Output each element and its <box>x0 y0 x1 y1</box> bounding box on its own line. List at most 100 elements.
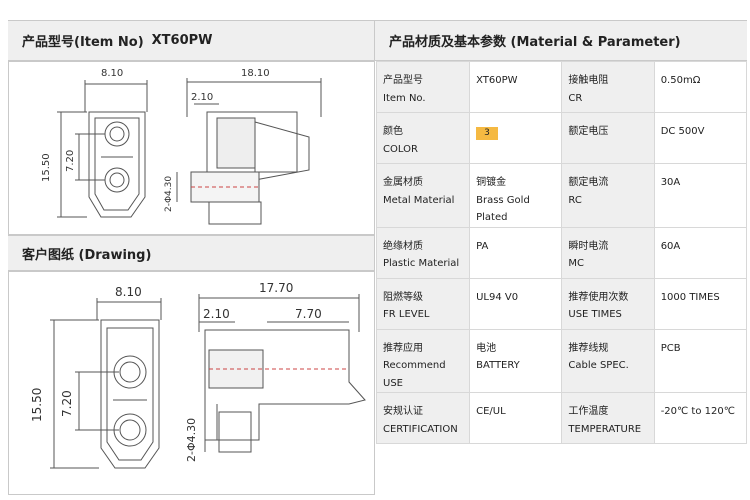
small-pin-top <box>104 121 130 147</box>
param-label-cell: 瞬时电流 MC <box>561 226 655 279</box>
param-value-cell: PA <box>469 226 563 279</box>
large-dim-pitch: 7.20 <box>60 390 74 417</box>
param-label-en: FR LEVEL <box>383 309 430 320</box>
param-label-cn: 阻燃等级 <box>383 291 423 303</box>
param-label-cell: 阻燃等级 FR LEVEL <box>375 277 471 330</box>
param-label-cn: 颜色 <box>383 126 403 137</box>
small-dim-pin: 2-Φ4.30 <box>164 176 174 212</box>
param-value-cell: DC 500V <box>653 112 748 164</box>
panel-divider <box>374 20 375 495</box>
small-drawing-svg: 8.10 18.10 2.10 15.50 7.20 2-Φ4.30 <box>41 68 322 225</box>
param-label-en: CR <box>568 92 583 104</box>
table-row: 阻燃等级 FR LEVEL UL94 V0 推荐使用次数 USE TIMES 1000 T… <box>375 277 748 330</box>
param-value: 0.50mΩ <box>660 75 701 86</box>
drawing-header-label: 客户图纸 (Drawing) <box>22 247 152 263</box>
table-row: 金属材质 Metal Material 铜镀金 Brass Gold Plated 额定… <box>375 163 748 228</box>
table-row: 推荐应用 Recommend USE 电池 BATTERY 推荐线规 Cable SPEC… <box>375 328 748 393</box>
small-dim-offset: 2.10 <box>191 92 213 103</box>
param-label-cell: 颜色 COLOR <box>375 112 471 164</box>
param-value-cell: -20℃ to 120℃ <box>653 392 748 444</box>
large-dim-pin-length: 7.70 <box>295 307 322 321</box>
param-value: CE/UL <box>476 406 506 417</box>
param-value: 3 <box>476 127 498 140</box>
param-value: 铜镀金 <box>476 177 507 188</box>
param-label-en: Item No. <box>383 92 426 104</box>
param-label-cn: 额定电流 <box>568 177 609 188</box>
param-label-en: CERTIFICATION <box>383 423 458 435</box>
param-label-cell: 推荐应用 Recommend USE <box>375 328 471 393</box>
param-value-en: BATTERY <box>476 360 520 371</box>
large-front-body <box>100 319 160 469</box>
param-value: XT60PW <box>476 75 518 86</box>
param-value-cell: UL94 V0 <box>469 277 563 330</box>
large-dim-length: 17.70 <box>259 281 293 295</box>
param-value: 电池 <box>476 342 497 354</box>
table-row: 颜色 COLOR 3 额定电压 DC 500V <box>375 112 748 164</box>
param-label-en: Recommend USE <box>383 360 446 389</box>
param-value-cell: XT60PW <box>469 61 563 113</box>
param-label-cn: 安规认证 <box>383 406 423 417</box>
param-value-cell: 3 <box>469 112 563 164</box>
small-pin-bottom <box>104 167 130 193</box>
param-label-en: RC <box>568 194 582 206</box>
large-dim-width: 8.10 <box>115 285 142 299</box>
large-dim-pin: 2-Φ4.30 <box>185 418 198 462</box>
param-value: PCB <box>660 342 681 354</box>
item-header: 产品型号(Item No) XT60PW <box>8 20 374 61</box>
param-header: 产品材质及基本参数 (Material & Parameter) <box>375 20 747 61</box>
small-dim-height: 15.50 <box>41 153 52 182</box>
param-label-en: Metal Material <box>383 194 455 206</box>
param-label-en: COLOR <box>383 143 418 155</box>
param-value-cell: 铜镀金 Brass Gold Plated <box>469 163 563 228</box>
param-value-cell: 60A <box>653 226 748 279</box>
param-label-en: Cable SPEC. <box>568 360 629 371</box>
small-dim-pitch: 7.20 <box>65 150 76 172</box>
param-value-cell: CE/UL <box>469 392 563 444</box>
param-value: UL94 V0 <box>476 291 519 303</box>
param-value: 30A <box>660 177 681 188</box>
param-value-cell: 电池 BATTERY <box>469 328 563 393</box>
param-value-cell: PCB <box>653 328 748 393</box>
large-drawing-panel: 8.10 17.70 2.10 7.70 15.50 7.20 2-Φ4.30 <box>8 271 375 495</box>
param-label-en: Plastic Material <box>383 258 460 269</box>
param-value: 1000 TIMES <box>660 291 720 303</box>
param-label-en: USE TIMES <box>568 309 622 320</box>
large-dim-offset: 2.10 <box>203 307 230 321</box>
param-label-cn: 推荐线规 <box>568 342 609 354</box>
large-dim-height: 15.50 <box>30 388 44 422</box>
param-label-cell: 推荐使用次数 USE TIMES <box>561 277 655 330</box>
param-value: PA <box>476 240 489 252</box>
param-label-cell: 接触电阻 CR <box>561 61 655 113</box>
param-label-cn: 推荐使用次数 <box>568 291 629 303</box>
param-label-cell: 金属材质 Metal Material <box>375 163 471 228</box>
param-label-en: TEMPERATURE <box>568 423 642 435</box>
table-row: 安规认证 CERTIFICATION CE/UL 工作温度 TEMPERATURE -20… <box>375 392 748 444</box>
small-dim-width: 8.10 <box>101 68 123 79</box>
param-label-cell: 安规认证 CERTIFICATION <box>375 392 471 444</box>
small-drawing-panel: 8.10 18.10 2.10 15.50 7.20 2-Φ4.30 <box>8 61 375 235</box>
param-header-label: 产品材质及基本参数 (Material & Parameter) <box>389 35 681 50</box>
param-label-cn: 额定电压 <box>568 126 609 137</box>
small-front-body <box>88 111 146 218</box>
item-header-label: 产品型号(Item No) <box>22 35 144 50</box>
large-drawing-svg: 8.10 17.70 2.10 7.70 15.50 7.20 2-Φ4.30 <box>30 281 366 469</box>
item-header-number: XT60PW <box>151 33 213 48</box>
param-value: -20℃ to 120℃ <box>660 406 735 417</box>
param-label-cn: 金属材质 <box>383 177 423 188</box>
param-value: DC 500V <box>660 126 705 137</box>
param-value-cell: 1000 TIMES <box>653 277 748 330</box>
drawing-header: 客户图纸 (Drawing) <box>8 235 374 271</box>
param-value-cell: 30A <box>653 163 748 228</box>
param-label-cn: 推荐应用 <box>383 342 423 354</box>
param-label-cell: 额定电压 <box>561 112 655 164</box>
param-label-en: MC <box>568 258 585 269</box>
param-label-cn: 瞬时电流 <box>568 240 609 252</box>
small-dim-length: 18.10 <box>241 68 270 79</box>
param-label-cn: 工作温度 <box>568 406 609 417</box>
param-value-en: Brass Gold Plated <box>476 194 530 224</box>
param-label-cn: 接触电阻 <box>568 75 609 86</box>
